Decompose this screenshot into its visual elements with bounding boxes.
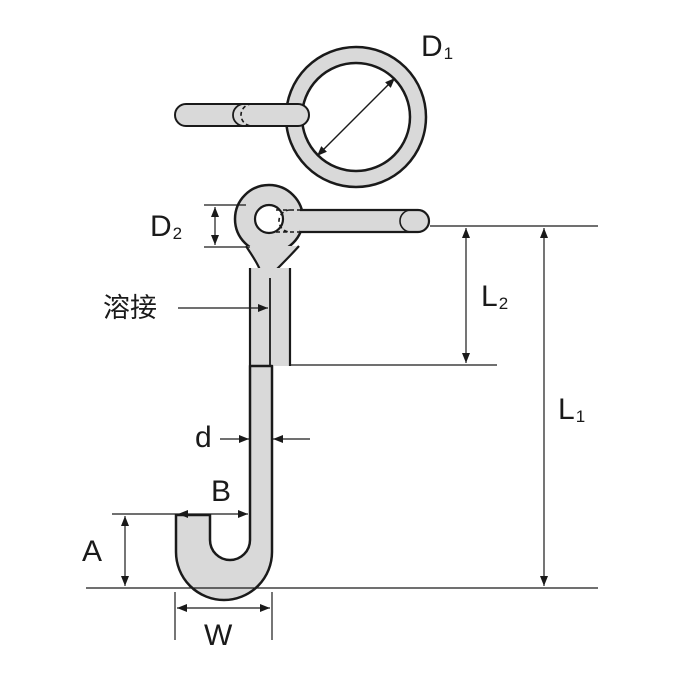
hook-depth-label: A <box>82 535 103 568</box>
upper-length-label: L2 <box>481 280 509 313</box>
hook-wire <box>174 183 431 602</box>
total-length-label: L1 <box>558 393 586 426</box>
ring-diameter-dimension <box>316 77 396 157</box>
hook-gap-label: B <box>211 475 232 508</box>
eye-diameter-label: D2 <box>150 210 183 243</box>
hook-width-label: W <box>204 619 233 652</box>
dimension-lines <box>86 204 598 640</box>
wire-diameter-label: d <box>195 421 212 454</box>
weld-label: 溶接 <box>103 293 157 323</box>
ring-diameter-label: D1 <box>421 30 454 63</box>
ring <box>174 45 428 189</box>
